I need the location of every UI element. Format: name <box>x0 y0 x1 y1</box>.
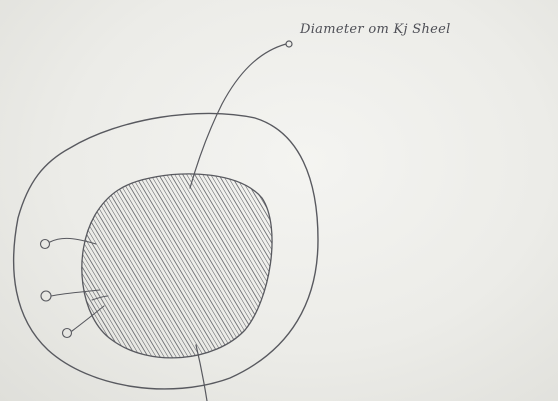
nucleus-outline <box>82 174 272 358</box>
callout-3-dot <box>63 329 72 338</box>
hatch-line <box>220 170 340 370</box>
callout-3 <box>63 306 105 338</box>
hatch-line <box>288 170 408 370</box>
callout-1-dot <box>41 240 50 249</box>
callout-2-line <box>51 290 100 296</box>
hatch-line <box>244 170 364 370</box>
nucleus-hatching <box>0 170 436 370</box>
label-leader-line <box>190 44 286 188</box>
hatch-line <box>0 170 68 370</box>
hatch-line <box>0 170 80 370</box>
hatch-line <box>0 170 120 370</box>
hatch-line <box>268 170 388 370</box>
hatch-line <box>236 170 356 370</box>
hatch-line <box>0 170 84 370</box>
hatch-line <box>264 170 384 370</box>
hatch-line <box>296 170 416 370</box>
hatch-line <box>260 170 380 370</box>
hatch-line <box>0 170 56 370</box>
callout-2-dot <box>41 291 51 301</box>
hatch-line <box>308 170 428 370</box>
hatch-line <box>0 170 112 370</box>
hatch-line <box>300 170 420 370</box>
diagram-label-top: Diameter om Kj Sheel <box>300 22 451 37</box>
hatch-line <box>284 170 404 370</box>
hatch-line <box>240 170 360 370</box>
hatch-line <box>0 170 116 370</box>
hatch-line <box>0 170 64 370</box>
label-callout-dot <box>286 41 292 47</box>
hatch-line <box>0 170 44 370</box>
hatch-line <box>272 170 392 370</box>
hatch-line <box>316 170 436 370</box>
hatch-line <box>0 170 104 370</box>
hatch-line <box>232 170 352 370</box>
hatch-line <box>248 170 368 370</box>
hatch-line <box>276 170 396 370</box>
hatch-line <box>0 170 40 370</box>
hatch-line <box>0 170 72 370</box>
hatch-line <box>312 170 432 370</box>
hatch-line <box>280 170 400 370</box>
hatch-line <box>292 170 412 370</box>
hatch-line <box>228 170 348 370</box>
callout-1 <box>41 238 97 248</box>
hatch-line <box>0 170 60 370</box>
hatch-line <box>0 170 100 370</box>
hatch-line <box>0 170 52 370</box>
hatch-line <box>304 170 424 370</box>
